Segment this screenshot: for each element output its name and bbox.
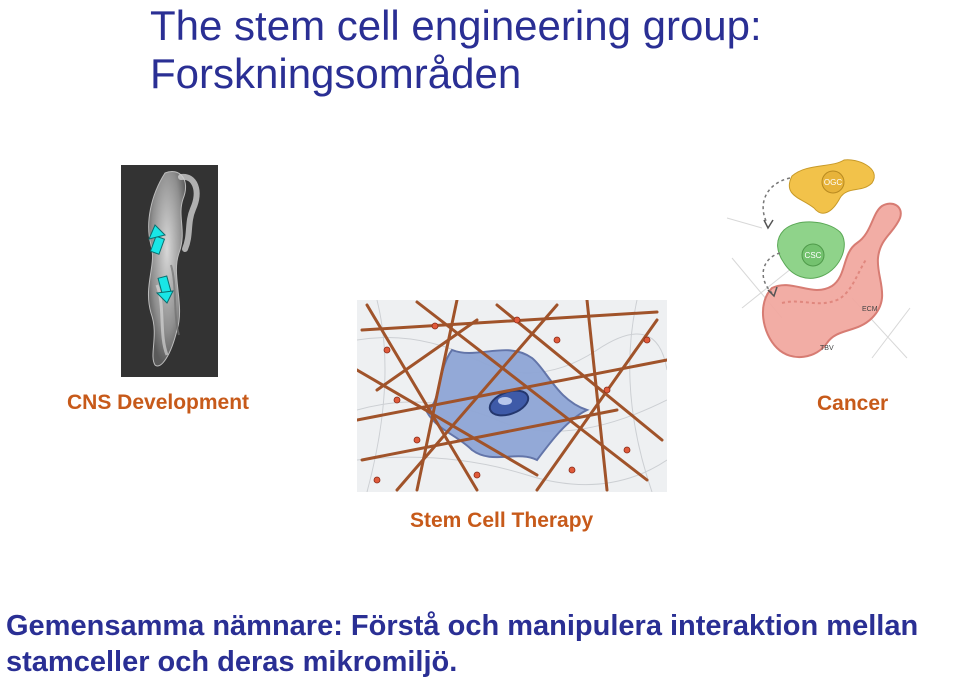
- cancer-microenvironment-image: OGC CSC ECM TBV: [722, 158, 912, 370]
- slide-title: The stem cell engineering group: Forskni…: [150, 2, 930, 98]
- footer-text: Gemensamma nämnare: Förstå och manipuler…: [6, 608, 956, 680]
- label-ogc: OGC: [824, 178, 842, 187]
- footer-line-1: Gemensamma nämnare: Förstå och manipuler…: [6, 610, 919, 642]
- label-csc: CSC: [805, 251, 822, 260]
- arrow-down-icon: [155, 275, 174, 304]
- footer-line-2: stamceller och deras mikromiljö.: [6, 646, 458, 678]
- label-ecm: ECM: [862, 306, 878, 313]
- cns-micrograph-image: [121, 165, 218, 377]
- caption-cns-development: CNS Development: [67, 391, 250, 414]
- title-line-2: Forskningsområden: [150, 50, 522, 97]
- label-tbv: TBV: [820, 345, 834, 352]
- stem-cell-therapy-image: [357, 300, 667, 492]
- title-line-1: The stem cell engineering group:: [150, 2, 762, 49]
- caption-stem-cell-therapy: Stem Cell Therapy: [410, 509, 594, 532]
- arrow-up-icon: [148, 224, 166, 255]
- caption-cancer: Cancer: [817, 392, 889, 415]
